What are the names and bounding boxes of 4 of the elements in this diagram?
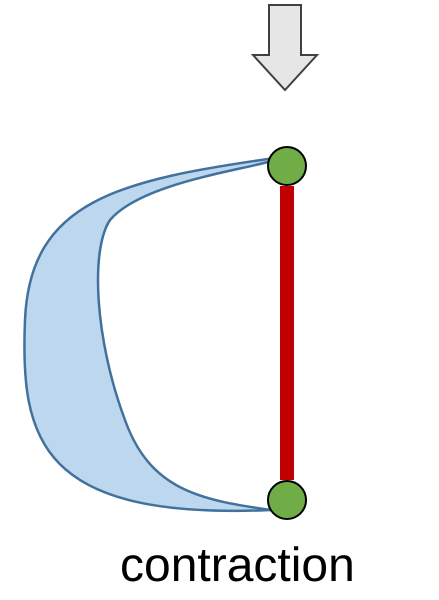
connector-line — [280, 186, 294, 480]
caption-label: contraction — [120, 538, 355, 593]
joint-circle — [267, 480, 307, 520]
joint-circle — [267, 146, 307, 186]
